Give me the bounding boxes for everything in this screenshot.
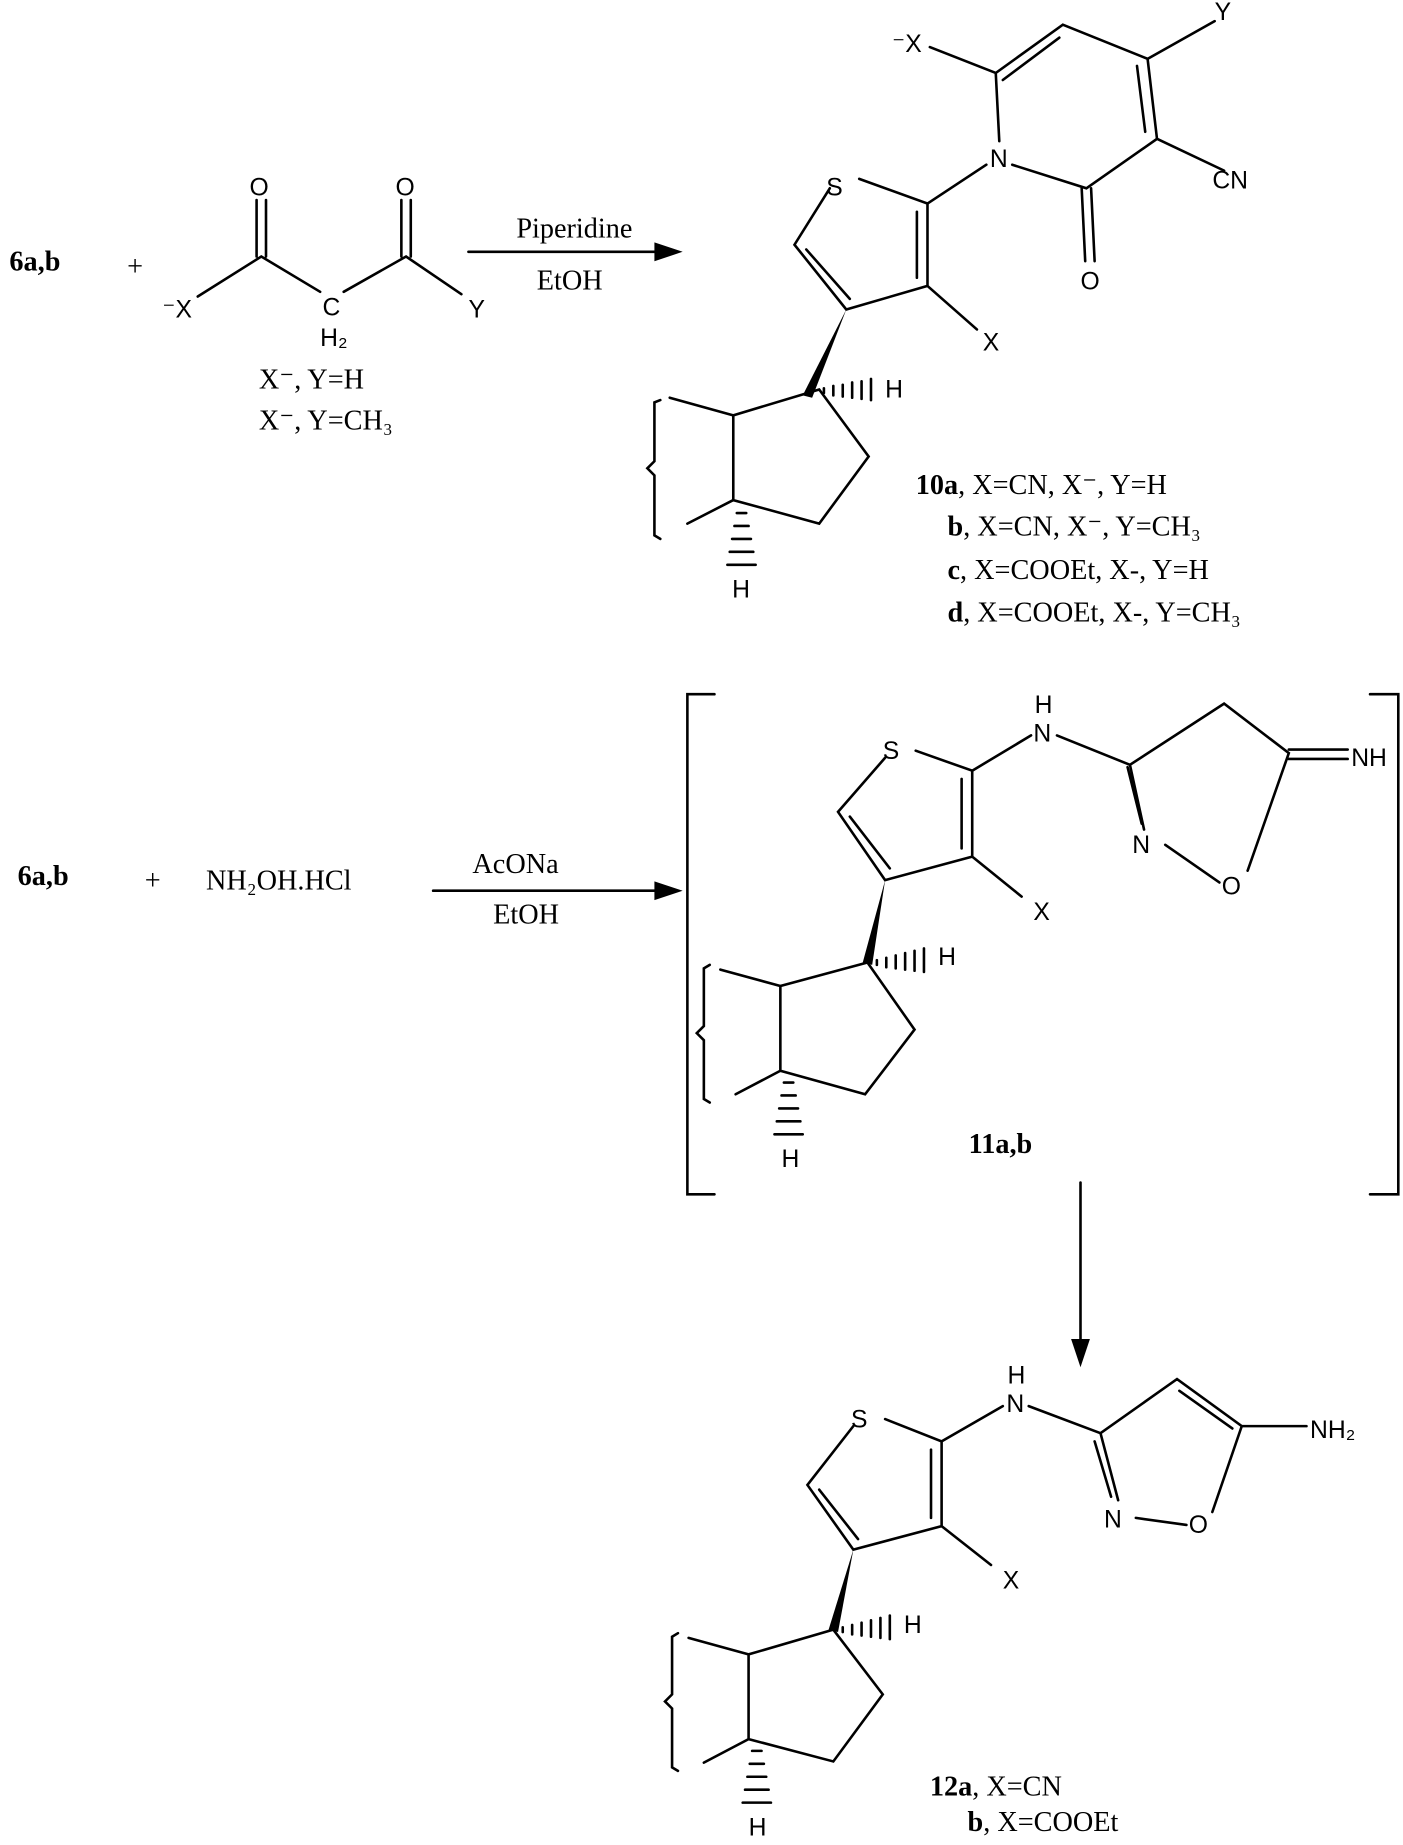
atom-x: X [983, 330, 999, 357]
right-square-bracket [1368, 692, 1400, 1196]
atom-h: H [732, 577, 750, 604]
atom-o: O [395, 174, 414, 201]
hash-bond [822, 377, 873, 402]
condition-reagent: Piperidine [516, 214, 632, 245]
atom-h: H [938, 944, 956, 971]
intermediate-label: 11a,b [969, 1129, 1033, 1160]
reagent-variant: X⁻, Y=CH₃ [259, 405, 393, 436]
variant-line: b, X=COOEt [968, 1807, 1119, 1838]
condition-solvent: EtOH [537, 265, 603, 296]
wedge-bond [828, 1549, 854, 1633]
row2: 6a,b + NH₂OH.HCl AcONa EtOH S H N N O NH… [18, 692, 1400, 1368]
reaction-arrow-down [1071, 1181, 1090, 1368]
plus-sign: + [145, 866, 161, 897]
variant-line: b, X=CN, X⁻, Y=CH₃ [947, 511, 1200, 542]
atom-cn: CN [1212, 167, 1248, 194]
atom-s: S [883, 738, 899, 765]
atom-s: S [826, 174, 842, 201]
atom-n: N [1006, 1391, 1024, 1418]
variant-line: c, X=COOEt, X-, Y=H [947, 555, 1208, 586]
arrow-head-icon [654, 881, 683, 901]
atom-x: X [1033, 899, 1049, 926]
reagent-bonds [196, 198, 463, 298]
cyclopentane-bonds [719, 961, 917, 1096]
atom-x-neg: ⁻X [892, 31, 922, 58]
wedge-bond [862, 880, 886, 965]
atom-h: H [904, 1612, 922, 1639]
plus-sign: + [127, 251, 143, 282]
product-10-variants: 10a, X=CN, X⁻, Y=H b, X=CN, X⁻, Y=CH₃ c,… [916, 470, 1241, 628]
atom-h: H [885, 377, 903, 404]
hash-bond [773, 1081, 805, 1136]
atom-x: ⁻X [162, 297, 192, 324]
arrow-head-icon [654, 242, 683, 262]
row1: 6a,b + O O ⁻X C H₂ Y X⁻, Y=H X⁻, Y=CH₃ P… [9, 0, 1248, 628]
atom-x: X [1003, 1567, 1019, 1594]
atom-y: Y [468, 297, 484, 324]
atom-n: N [1132, 832, 1150, 859]
cyclopentane-bonds [668, 388, 871, 526]
product-12-variants: 12a, X=CN b, X=COOEt [930, 1772, 1119, 1838]
atom-h: H [1035, 692, 1053, 719]
brace [694, 963, 712, 1104]
product-10-structure: S N ⁻X Y CN O X H H [645, 0, 1248, 604]
reactant-label: 6a,b [18, 861, 69, 892]
brace [663, 1631, 680, 1773]
atom-c: C [323, 294, 341, 321]
cyclopentane-bonds [687, 1628, 885, 1764]
atom-h: H [749, 1815, 767, 1842]
atom-o: O [1189, 1512, 1208, 1539]
atom-n: N [990, 146, 1008, 173]
arrow-head-icon [1071, 1339, 1090, 1368]
variant-line: d, X=COOEt, X-, Y=CH₃ [947, 597, 1240, 628]
intermediate-11-structure: S H N N O NH X H H [694, 692, 1387, 1173]
reaction-arrow-1: Piperidine EtOH [467, 214, 683, 296]
atom-o: O [250, 174, 269, 201]
variant-line: 12a, X=CN [930, 1772, 1062, 1803]
hash-bond [875, 947, 926, 974]
product-12-structure: S H N N O NH₂ X H H [663, 1363, 1355, 1842]
reaction-arrow-2: AcONa EtOH [431, 849, 683, 931]
reagent-variant: X⁻, Y=H [259, 364, 364, 395]
left-square-bracket [686, 692, 716, 1196]
thiophene-bonds [792, 177, 979, 331]
atom-n: N [1104, 1506, 1122, 1533]
hash-bond [741, 1749, 773, 1804]
atom-h: H [1008, 1363, 1026, 1390]
atom-n: N [1033, 720, 1051, 747]
condition-reagent: AcONa [472, 849, 559, 880]
variant-line: 10a, X=CN, X⁻, Y=H [916, 470, 1167, 501]
brace [645, 398, 662, 541]
atom-h2: H₂ [320, 325, 347, 352]
reactant-label: 6a,b [9, 247, 60, 278]
intermediate-bonds [836, 702, 1349, 898]
product-bonds [805, 1377, 1308, 1567]
hash-bond [841, 1614, 892, 1641]
atom-y: Y [1215, 0, 1231, 26]
atom-h: H [782, 1146, 800, 1173]
condition-solvent: EtOH [493, 900, 559, 931]
dicarbonyl-reagent: O O ⁻X C H₂ Y X⁻, Y=H X⁻, Y=CH₃ [162, 174, 485, 436]
hash-bond [726, 511, 757, 567]
atom-nh2: NH₂ [1310, 1417, 1355, 1444]
reagent-hydroxylamine: NH₂OH.HCl [206, 866, 352, 897]
atom-nh: NH [1351, 745, 1387, 772]
atom-o: O [1080, 268, 1099, 295]
pyridone-bonds [926, 19, 1226, 263]
row3: S H N N O NH₂ X H H 12a, X=CN b, X=COOEt [663, 1363, 1355, 1842]
atom-s: S [851, 1406, 867, 1433]
wedge-bond [802, 309, 847, 398]
atom-o: O [1222, 873, 1241, 900]
